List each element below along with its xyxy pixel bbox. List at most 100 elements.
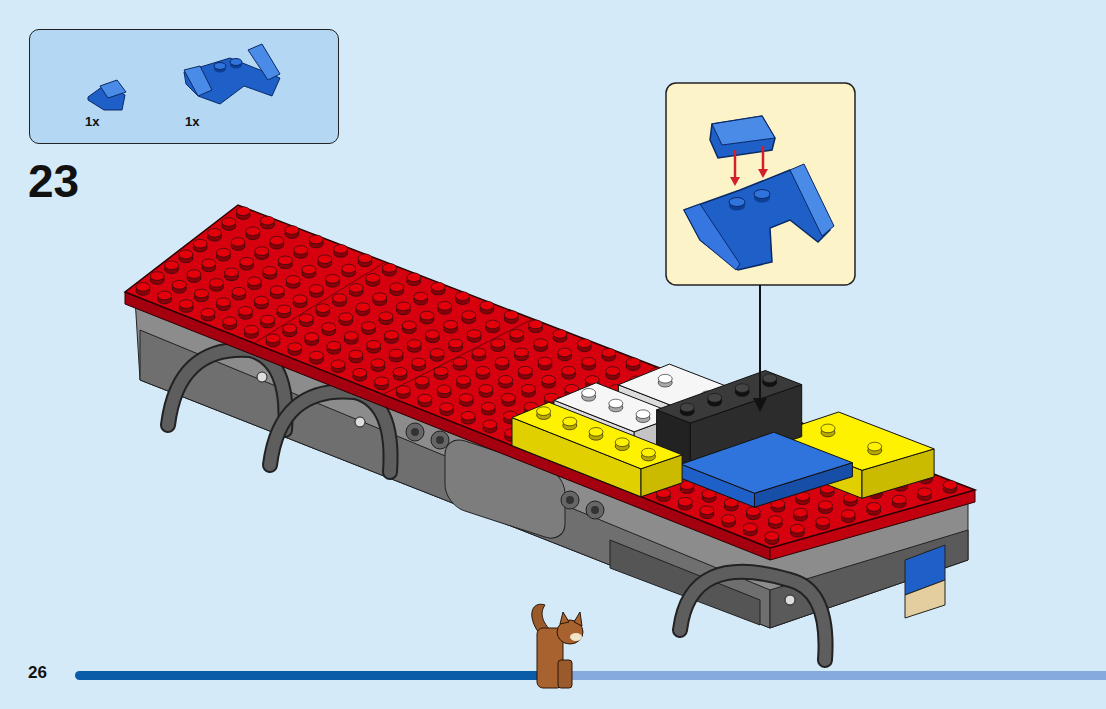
illustration-part [255,247,269,256]
cat-figure [532,604,583,688]
illustration-part [589,428,603,437]
placement-arrow [753,285,767,412]
illustration-part [257,372,267,382]
illustration-part [367,340,381,349]
illustration-part [735,384,749,393]
illustration-part [225,268,239,277]
illustration-part [383,319,533,394]
illustration-part [558,348,572,357]
illustration-part [179,250,193,259]
illustration-part [125,292,770,560]
illustration-part [678,497,692,506]
illustration-part [534,339,548,348]
illustration-part [240,257,254,266]
illustration-part [305,333,319,342]
illustration-part [602,348,616,357]
illustration-part [407,273,421,282]
illustration-part [943,481,957,490]
illustration-part [615,438,629,447]
illustration-part [390,283,404,292]
illustration-part [566,496,574,504]
illustration-part [407,340,421,349]
illustration-part [553,330,567,339]
illustration-part [248,44,280,80]
illustration-part [316,304,330,313]
illustration-part [606,367,620,376]
illustration-part [333,294,347,303]
illustration-part [818,501,832,510]
illustration-part [582,388,596,397]
illustration-part [294,246,308,255]
illustration-part [430,349,444,358]
illustration-part [504,311,518,320]
illustration-part [373,293,387,302]
illustration-part [768,516,782,525]
callout-parts [684,116,834,270]
illustration-part [918,488,932,497]
illustration-part [626,358,640,367]
illustration-part [510,329,524,338]
illustration-part [222,218,236,227]
illustration-part [353,368,367,377]
illustration-part [165,261,179,270]
illustration-part [286,276,300,285]
illustration-part [438,302,452,311]
illustration-part [309,285,323,294]
illustration-part [232,287,246,296]
illustration-part [514,348,528,357]
illustration-part [734,150,737,180]
illustration-part [355,417,365,427]
illustration-part [366,274,380,283]
illustration-part [288,343,302,352]
illustration-part [236,207,250,216]
illustration-part [680,572,826,660]
illustration-part [339,313,353,322]
illustration-part [582,357,596,366]
illustration-part [570,633,582,641]
progress-bar-rest [540,671,1106,680]
illustration-part [722,515,736,524]
illustration-part [293,295,307,304]
illustration-part [790,524,804,533]
illustration-part [187,270,201,279]
illustration-part [563,417,577,426]
illustration-part [194,289,208,298]
illustration-part [278,256,292,265]
illustration-part [790,164,834,236]
illustration-part [318,255,332,264]
illustration-part [562,366,576,375]
illustration-part [184,66,212,96]
illustration-part [440,403,454,412]
callout-box [666,83,855,285]
illustration-part [327,341,341,350]
illustration-part [168,350,286,430]
illustration-part [491,339,505,348]
illustration-part [125,205,975,548]
illustration-part [636,410,650,419]
illustration-part [230,59,242,66]
illustration-part [168,350,286,430]
illustration-part [434,367,448,376]
illustration-part [841,510,855,519]
illustration-part [379,312,393,321]
illustration-part [309,235,323,244]
illustration-part [765,532,779,541]
panel-parts [88,44,280,110]
illustration-part [512,402,682,469]
illustration-part [591,506,599,514]
illustration-part [793,508,807,517]
illustration-part [356,303,370,312]
illustration-part [231,238,245,247]
illustration-part [371,359,385,368]
illustration-part [431,282,445,291]
illustration-part [700,506,714,515]
illustration-part [457,376,471,385]
illustration-part [762,146,765,172]
illustration-part [758,169,768,178]
illustration-part [261,216,275,225]
parts-panel [29,29,339,144]
illustration-part [239,307,253,316]
illustration-part [609,399,623,408]
illustration-part [334,245,348,254]
